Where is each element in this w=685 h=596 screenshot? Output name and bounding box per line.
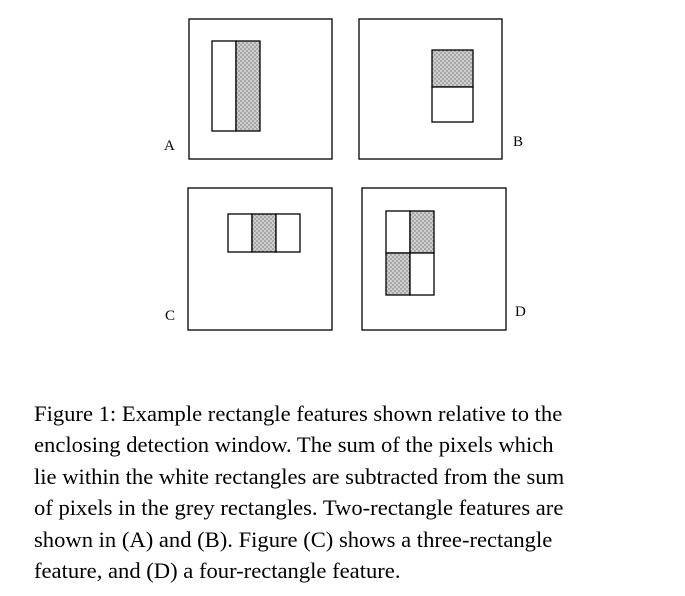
feature-diagram: [187, 18, 507, 331]
caption-line: of pixels in the grey rectangles. Two-re…: [34, 495, 564, 521]
panel-a: [188, 18, 333, 160]
grey-rectangle-b: [431, 49, 474, 88]
grey-rectangle-d-bottom-left: [385, 252, 411, 296]
panel-b: [358, 18, 503, 160]
white-rectangle-a: [211, 40, 237, 132]
panel-label-b: B: [513, 134, 524, 150]
caption-line: lie within the white rectangles are subt…: [34, 463, 565, 489]
white-rectangle-d-top-left: [385, 210, 411, 254]
panel-c: [187, 187, 333, 331]
figure-panels: A B C D: [164, 18, 526, 331]
panel-label-c: C: [165, 308, 176, 324]
panel-label-d: D: [515, 304, 526, 320]
white-rectangle-c-left: [227, 213, 253, 253]
detection-window-b: [358, 18, 503, 160]
figure-caption: Figure 1: Example rectangle features sho…: [34, 398, 654, 586]
grey-rectangle-d-top-right: [409, 210, 435, 254]
grey-rectangle-a: [235, 40, 261, 132]
grey-rectangle-c-middle: [251, 213, 277, 253]
detection-window-c: [187, 187, 333, 331]
white-rectangle-b: [431, 86, 474, 123]
caption-line: feature, and (D) a four-rectangle featur…: [34, 558, 401, 584]
caption-line: Figure 1: Example rectangle features sho…: [34, 401, 563, 426]
panel-d: [361, 187, 507, 331]
white-rectangle-d-bottom-right: [409, 252, 435, 296]
panel-label-a: A: [164, 138, 175, 154]
caption-line: shown in (A) and (B). Figure (C) shows a…: [34, 526, 553, 552]
white-rectangle-c-right: [275, 213, 301, 253]
caption-line: enclosing detection window. The sum of t…: [34, 432, 554, 458]
